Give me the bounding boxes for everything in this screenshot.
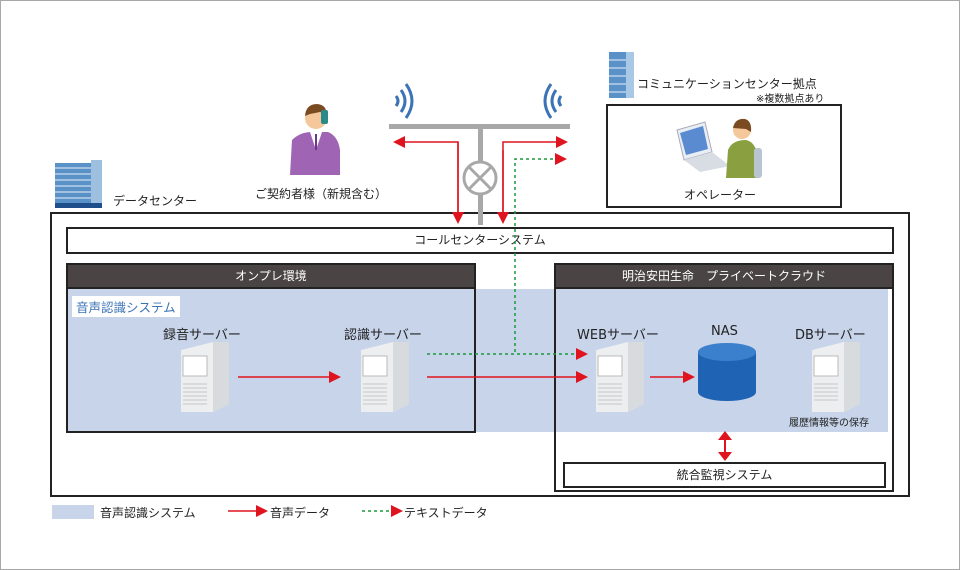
call-center-system-label: コールセンターシステム [414, 233, 546, 247]
voice-arrow-to-operator [502, 136, 568, 222]
web-server-label: WEBサーバー [577, 328, 659, 343]
recording-server-label: 録音サーバー [163, 328, 241, 343]
monitoring-system-box: 統合監視システム [563, 462, 886, 488]
wireless-signal-icon [394, 83, 414, 119]
db-server-label: DBサーバー [795, 328, 866, 343]
monitoring-system-label: 統合監視システム [676, 468, 773, 482]
bidirectional-arrow [718, 431, 732, 461]
customer-phone-icon [290, 104, 340, 175]
onprem-header: オンプレ環境 [66, 263, 476, 289]
legend-area-label: 音声認識システム [100, 506, 196, 520]
private-cloud-header: 明治安田生命 プライベートクラウド [554, 263, 894, 289]
building-icon [55, 160, 102, 208]
comm-center-box [606, 104, 842, 208]
tower-icon [609, 52, 634, 98]
operator-label: オペレーター [684, 188, 757, 202]
comm-center-note: ※複数拠点あり [756, 94, 825, 105]
call-center-system-box: コールセンターシステム [66, 227, 894, 254]
recording-server-icon [181, 342, 229, 412]
db-note: 履歴情報等の保存 [789, 418, 869, 429]
legend-area-swatch [52, 505, 94, 519]
data-center-label: データセンター [113, 194, 198, 208]
operator-icon [676, 118, 762, 178]
legend-voice-label: 音声データ [270, 506, 331, 520]
web-server-icon [596, 342, 644, 412]
db-server-icon [812, 342, 860, 412]
recognition-server-label: 認識サーバー [344, 328, 422, 343]
comm-center-label: コミュニケーションセンター拠点 [637, 77, 817, 91]
text-arrow-to-operator [514, 153, 567, 352]
nas-storage-icon [698, 343, 756, 401]
customer-label: ご契約者様（新規含む） [255, 187, 388, 201]
recognition-server-icon [361, 342, 409, 412]
legend-text-label: テキストデータ [404, 506, 488, 520]
voice-arrow-to-customer [393, 136, 459, 218]
nas-label: NAS [711, 324, 738, 339]
voice-system-tag: 音声認識システム [72, 296, 180, 317]
wireless-signal-icon [543, 83, 563, 119]
network-switch-icon [389, 124, 570, 225]
